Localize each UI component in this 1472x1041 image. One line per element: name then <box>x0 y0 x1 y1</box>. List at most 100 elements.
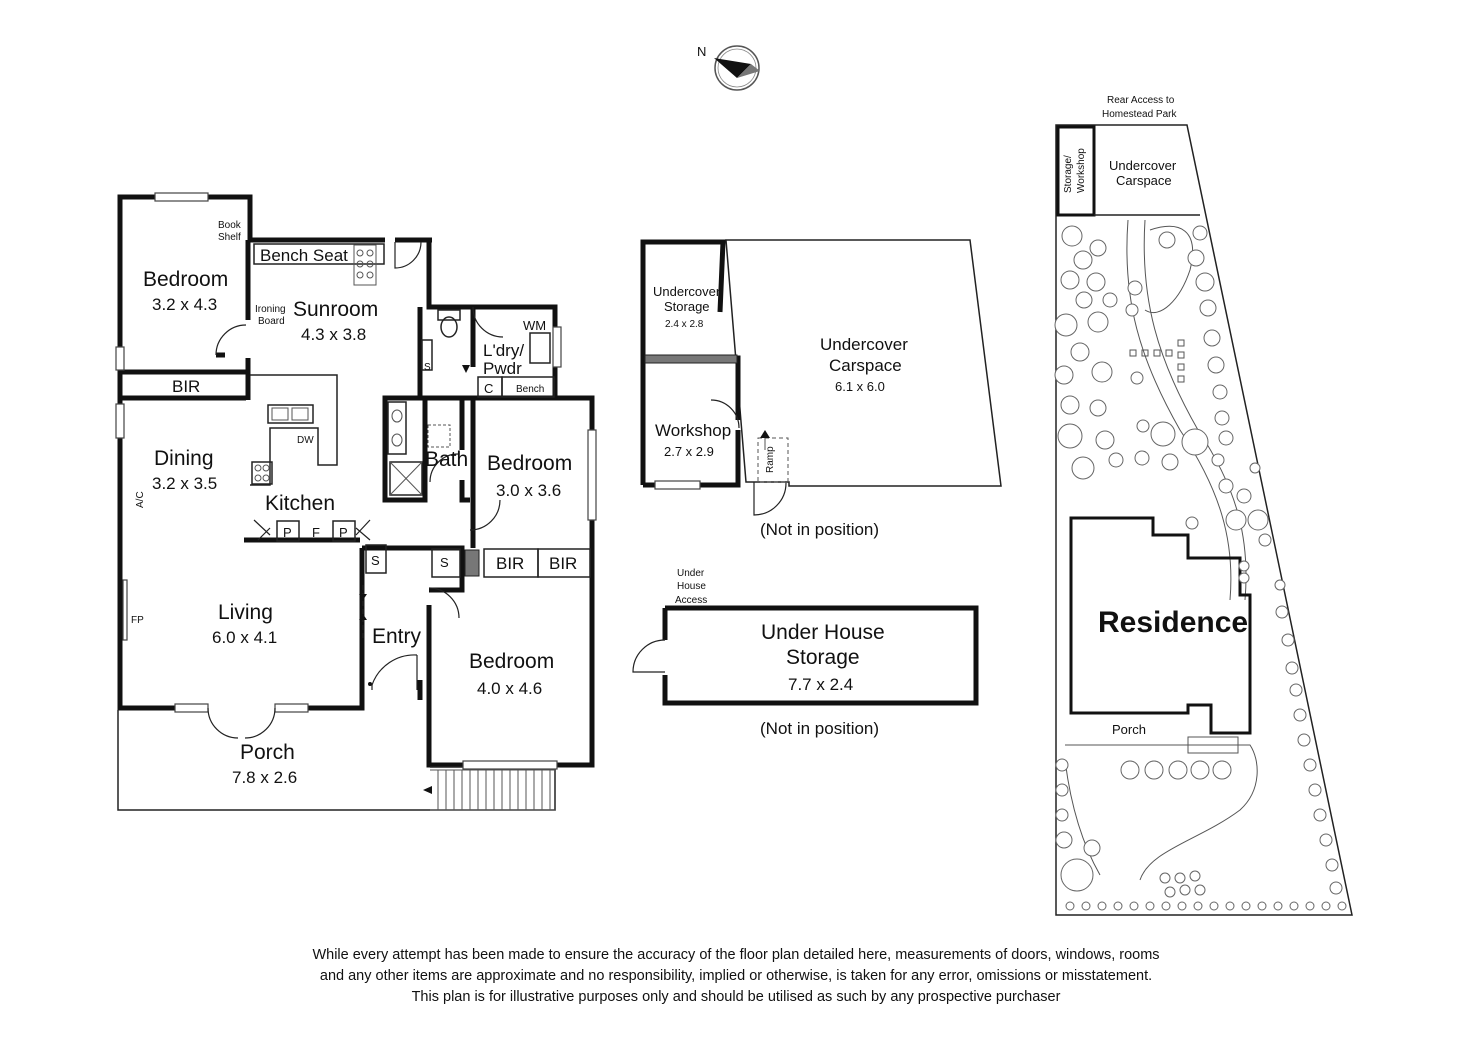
door-swing <box>632 639 666 673</box>
undercover-storage-label: Storage <box>664 299 710 314</box>
bench-seat-label: Bench Seat <box>260 246 348 265</box>
vanity <box>387 401 407 455</box>
fireplace-label: FP <box>131 615 144 626</box>
disclaimer-line: While every attempt has been made to ens… <box>312 947 1160 963</box>
door-swing <box>394 241 422 269</box>
storage-s-label: S <box>424 362 431 373</box>
ironing-board-label: Board <box>258 316 285 327</box>
kitchen-sink <box>267 404 314 424</box>
toilet-cistern <box>437 309 461 321</box>
compass-n-label: N <box>697 44 706 59</box>
bir-label: BIR <box>172 377 200 396</box>
living-dims: 6.0 x 4.1 <box>212 628 277 647</box>
kitchen-counter <box>250 374 338 486</box>
shower <box>389 461 423 496</box>
pantry-label: P <box>339 525 348 540</box>
storage-cupboard <box>365 544 387 574</box>
undercover-storage-label: Undercover <box>653 284 721 299</box>
laundry-label: L'dry/ <box>483 341 524 360</box>
undercover-storage-dims: 2.4 x 2.8 <box>665 319 704 330</box>
site-stairs <box>1187 736 1239 754</box>
driveway <box>1126 219 1232 601</box>
kitchen-label: Kitchen <box>265 492 335 515</box>
site-carspace-label: Undercover <box>1109 158 1177 173</box>
driveway <box>1143 219 1247 601</box>
ramp-outline <box>757 437 789 483</box>
door-frame <box>371 655 418 690</box>
window <box>174 703 209 713</box>
laundry-label: Pwdr <box>483 359 522 378</box>
bir-cupboard <box>537 548 591 578</box>
rear-access-label: Homestead Park <box>1102 109 1177 120</box>
under-house-storage-label: Under House <box>761 621 885 644</box>
not-in-position-note: (Not in position) <box>760 520 879 539</box>
under-house-storage-plan: Under House Access Under House Storage 7… <box>632 568 979 738</box>
book-shelf-label: Shelf <box>218 232 241 243</box>
bir-label: BIR <box>496 554 524 573</box>
storage-workshop-label: Storage/ <box>1063 155 1074 193</box>
trees <box>1054 225 1347 911</box>
bath-label: Bath <box>425 448 468 471</box>
site-porch-label: Porch <box>1112 722 1146 737</box>
driveway-loop <box>1144 225 1194 313</box>
under-house-storage-label: Storage <box>786 646 860 669</box>
storage-workshop-building <box>1056 125 1096 217</box>
door-swing <box>469 499 501 531</box>
ironing-board-label: Ironing <box>255 304 286 315</box>
hatched-wall <box>644 354 738 364</box>
under-house-storage-dims: 7.7 x 2.4 <box>788 675 853 694</box>
hatched-wall <box>464 549 480 577</box>
storage-cupboard <box>431 548 461 578</box>
storage-s-label: S <box>440 555 449 570</box>
door-swing <box>371 654 418 686</box>
porch-dims: 7.8 x 2.6 <box>232 768 297 787</box>
door-swing <box>215 324 247 356</box>
undercover-carspace-dims: 6.1 x 6.0 <box>835 379 885 394</box>
window <box>115 403 125 439</box>
toilet-icon <box>440 316 458 338</box>
site-boundary <box>1055 124 1353 916</box>
storage-cupboard <box>421 339 433 371</box>
site-carspace-label: Carspace <box>1116 173 1172 188</box>
north-compass: N <box>697 44 760 91</box>
washing-machine <box>529 332 551 364</box>
disclaimer-line: and any other items are approximate and … <box>319 968 1153 984</box>
door-swing <box>429 453 459 483</box>
door-swing <box>207 707 276 739</box>
site-plan: Rear Access to Homestead Park Storage/ W… <box>1054 95 1353 916</box>
disclaimer: While every attempt has been made to ens… <box>200 945 1272 1008</box>
pantry-doors <box>253 519 371 541</box>
under-house-access-label: Access <box>675 595 707 606</box>
residence-footprint <box>1069 516 1252 735</box>
door-swing <box>428 587 460 619</box>
door-swing <box>472 306 504 338</box>
ac-label: A/C <box>135 491 146 508</box>
storage-workshop-label: Workshop <box>1076 148 1087 193</box>
under-house-access-label: House <box>677 581 706 592</box>
porch-label: Porch <box>240 741 295 764</box>
window <box>154 192 209 202</box>
porch-stairs <box>423 769 555 811</box>
wm-label: WM <box>523 318 546 333</box>
dining-dims: 3.2 x 3.5 <box>152 474 217 493</box>
bedroom3-dims: 4.0 x 4.6 <box>477 679 542 698</box>
window <box>587 429 597 521</box>
window <box>115 346 125 371</box>
door-swing <box>710 399 740 429</box>
cupboard-c-label: C <box>484 381 493 396</box>
garden-path <box>1065 744 1258 881</box>
bedroom2-dims: 3.0 x 3.6 <box>496 481 561 500</box>
rear-access-label: Rear Access to <box>1107 95 1175 106</box>
workshop-label: Workshop <box>655 421 731 440</box>
sunroom-dims: 4.3 x 3.8 <box>301 325 366 344</box>
garden-bed <box>1129 339 1185 383</box>
bench-seat <box>253 243 385 265</box>
pantry-cabinet <box>276 520 300 542</box>
bench-label: Bench <box>516 384 544 395</box>
undercover-carspace-label: Undercover <box>820 335 908 354</box>
disclaimer-line: This plan is for illustrative purposes o… <box>411 989 1061 1005</box>
carspace-outline <box>725 239 1002 487</box>
living-label: Living <box>218 601 273 624</box>
door-swing <box>753 482 787 516</box>
not-in-position-note: (Not in position) <box>760 719 879 738</box>
